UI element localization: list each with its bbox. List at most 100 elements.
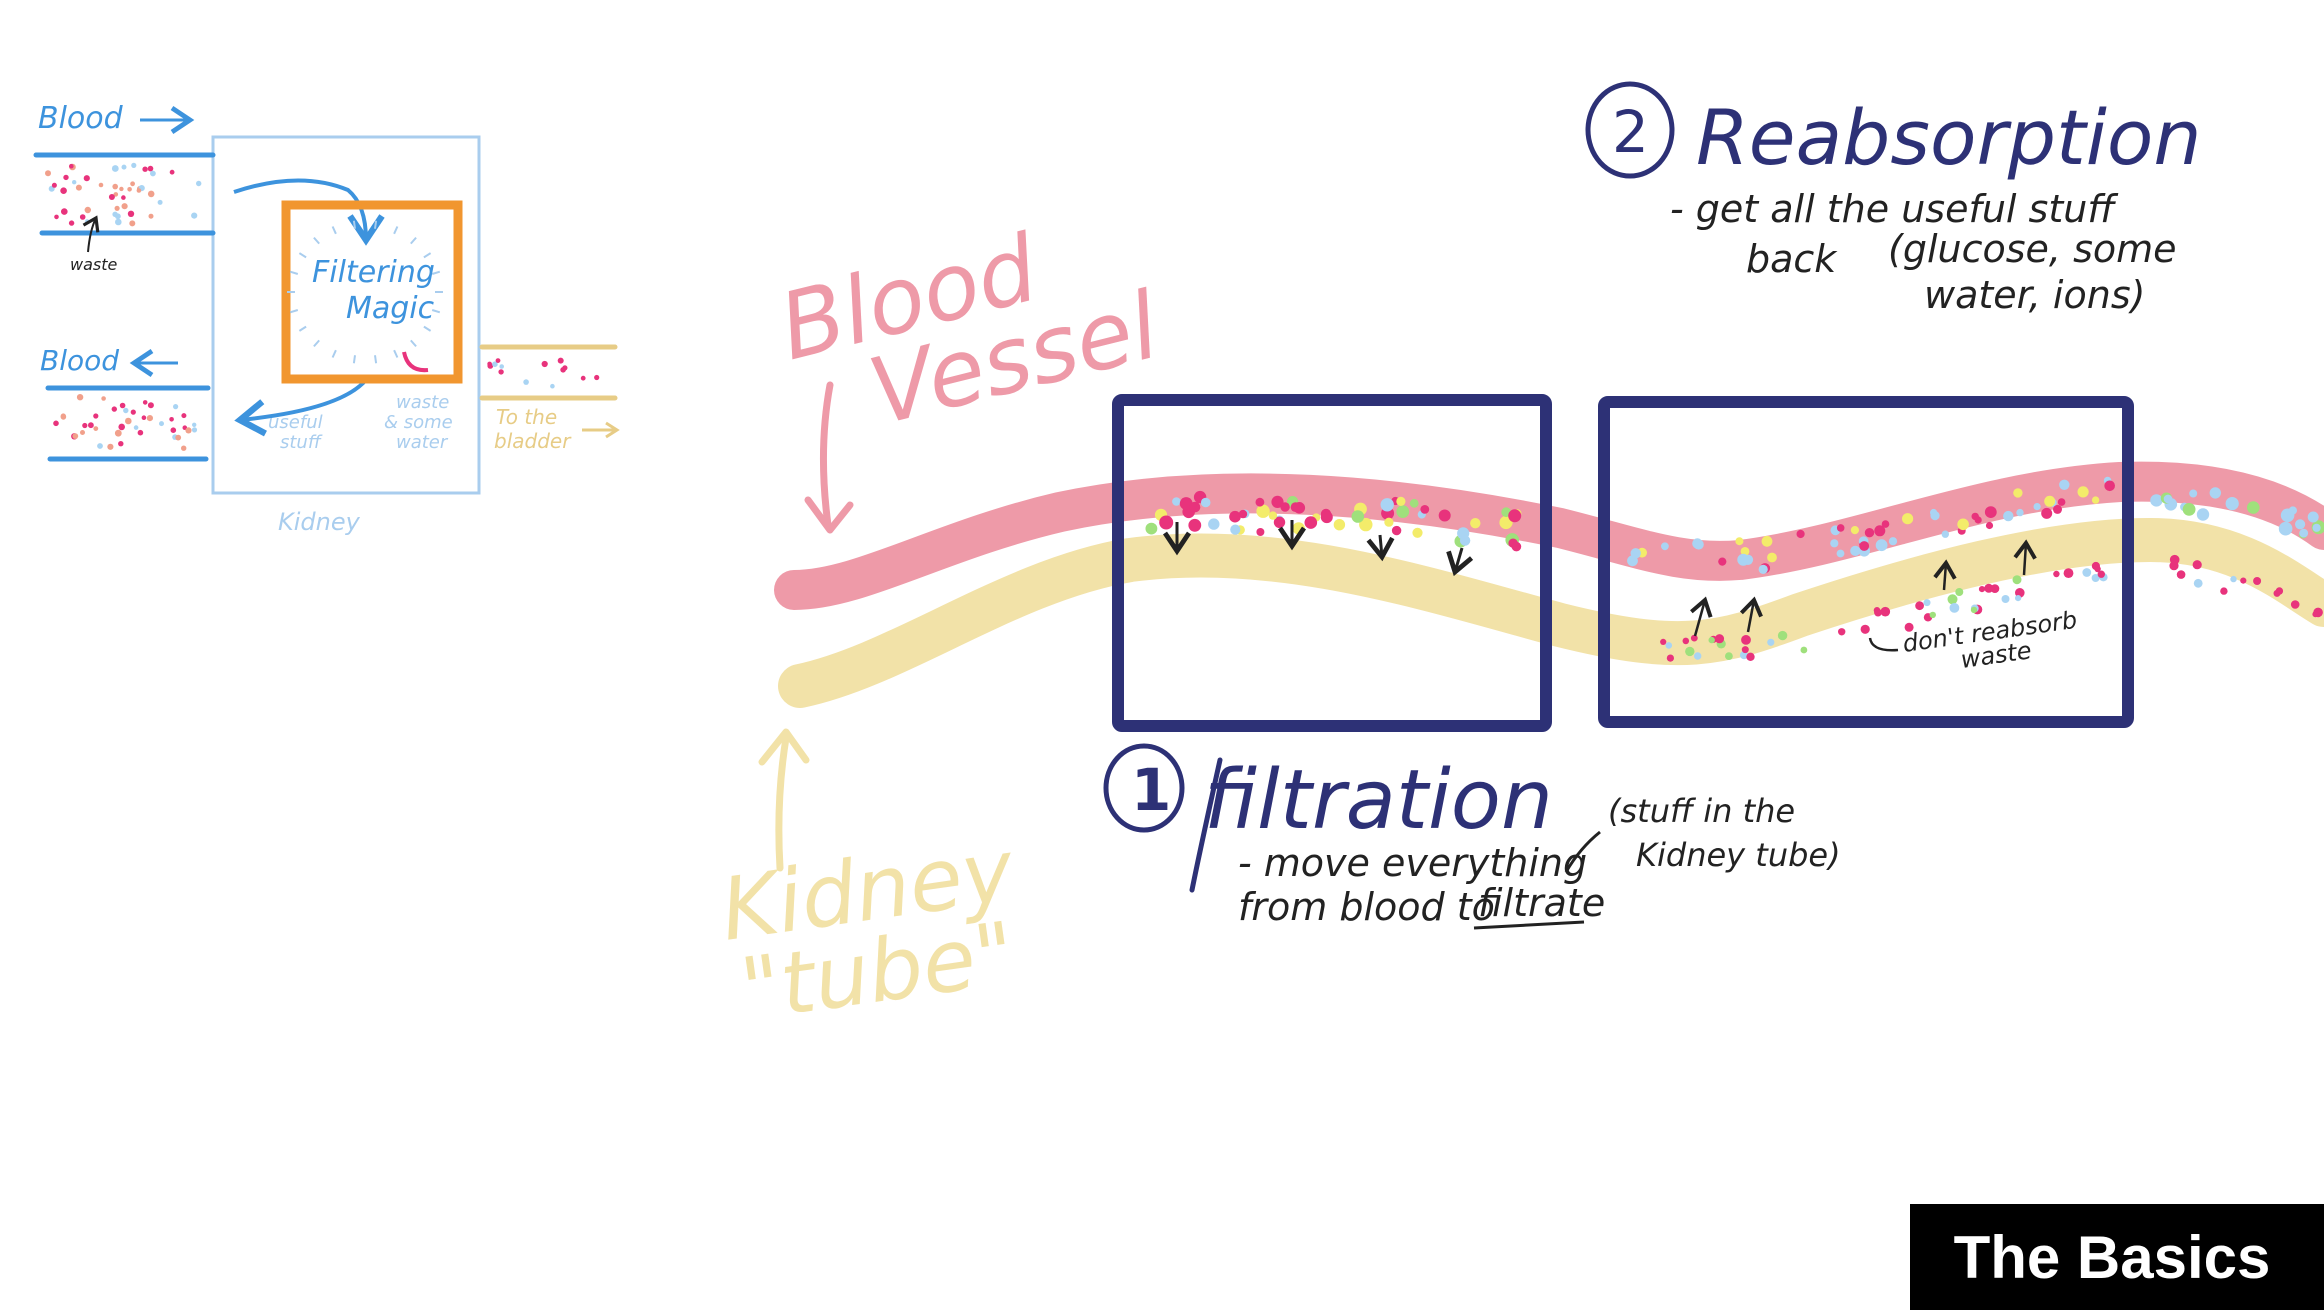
particle-dot [118,423,125,431]
magic-ray [374,355,378,364]
bladder-arrow-head [605,421,620,439]
particle-dot [1470,518,1481,529]
particle-dot [196,180,202,187]
particle-dot [1256,528,1265,536]
particle-dot [173,404,179,410]
particle-dot [185,427,192,434]
particle-dot [108,194,115,200]
step1-number-circle [1103,743,1185,833]
particle-dot [580,375,586,381]
particle-dot [1978,586,1986,593]
particle-dot [121,164,127,170]
particle-dot [83,175,90,182]
particle-dot [1409,498,1419,508]
magic-ray [331,226,337,235]
particle-dot [127,187,132,192]
particle-dot [541,360,548,368]
particle-dot [1230,524,1241,535]
particle-dot [1159,515,1174,530]
particle-dot [68,220,75,226]
particle-dot [492,361,498,368]
blood-in-label: Blood [38,101,124,136]
particle-dot [181,413,187,419]
particle-dot [63,174,69,181]
particle-dot [1359,517,1373,532]
particle-dot [101,396,106,401]
particle-dot [523,379,529,385]
step2-title: Reabsorption [1696,93,2202,182]
particle-dot [1292,522,1305,535]
particle-dot [2016,508,2024,517]
particle-dot [2044,495,2056,507]
particle-dot [1508,509,1522,523]
particle-dot [121,203,128,210]
particle-dot [45,170,51,177]
particle-dot [1630,548,1641,559]
particle-dot [1396,496,1406,506]
particle-dot [2189,489,2198,498]
magic-ray [431,270,441,275]
step2-number-circle [1585,81,1675,179]
particle-dot [1957,518,1969,531]
particle-dot [1666,654,1674,662]
particle-dot [107,443,114,450]
particle-dot [487,361,492,367]
particle-dot [1875,539,1888,552]
magic-ray [313,236,320,245]
particle-dot [113,192,119,197]
blood-vessel-pointer-head [804,496,854,534]
particle-dot [125,417,132,425]
particle-dot [72,433,79,439]
particle-dot [192,422,197,427]
particle-dot [1208,518,1220,530]
particle-dot [1189,501,1201,513]
particle-dot [61,208,68,215]
particle-dot [127,210,135,217]
particle-dot [2273,589,2281,597]
particle-dot [170,427,177,434]
the-basics-badge: The Basics [1910,1204,2324,1310]
particle-dot [2091,561,2100,571]
particle-dot [131,162,137,168]
particle-dot [1777,630,1788,641]
particle-dot [2240,577,2247,584]
particle-dot [1459,535,1471,546]
bladder-label-2: bladder [494,429,572,453]
particle-dot [53,420,59,427]
particle-dot [85,219,90,224]
waste-water-label-1: waste [396,392,449,413]
particle-dot [121,195,126,200]
bladder-dots [487,357,600,389]
particle-dot [1145,522,1158,535]
particle-dot [130,181,136,187]
particle-dot [93,426,99,431]
particle-dot [2225,497,2239,511]
particle-dot [2182,503,2196,516]
particle-dot [1333,519,1346,531]
step1-desc-2a: from blood to [1238,885,1495,929]
particle-dot [2312,523,2321,532]
particle-dot [169,417,174,422]
particle-dot [2253,577,2262,585]
filtrate-underline [1473,920,1585,930]
reabsorb-note-pointer [1868,637,1899,652]
particle-dot [147,190,155,198]
particle-dot [1902,513,1914,525]
blood-out-label: Blood [40,344,119,377]
particle-dot [2059,479,2070,490]
particle-dot [2169,554,2180,565]
kidney-tube-pointer-head [758,728,810,766]
filtrate-note-pointer [1564,830,1601,873]
particle-dot [1984,506,1997,518]
particle-dot [1384,517,1394,527]
particle-dot [150,170,156,177]
waste-out-arrow [402,351,429,373]
particle-dot [2001,595,2010,603]
magic-ray [423,325,432,332]
particle-dot [2077,486,2089,498]
particle-dot [148,213,154,219]
particle-dot [1725,652,1733,660]
particle-dot [1229,510,1241,523]
particle-dot [1880,606,1891,617]
step1-note-2: Kidney tube) [1636,836,1841,874]
